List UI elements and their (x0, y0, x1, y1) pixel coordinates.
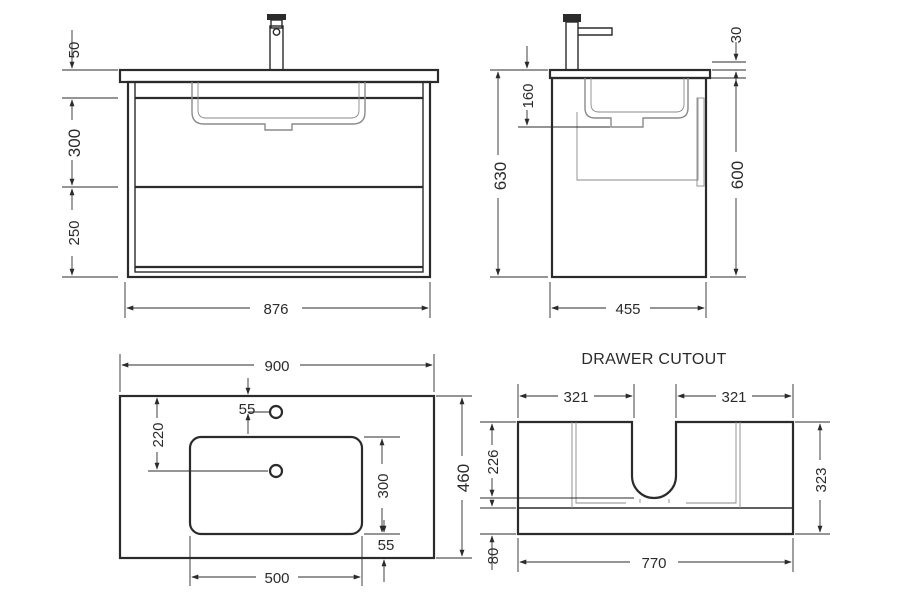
front-tap (267, 14, 286, 71)
drawer-cutout-title: DRAWER CUTOUT (581, 351, 726, 368)
top-countertop (118, 394, 436, 560)
side-countertop (548, 68, 712, 80)
dim-side-tap: 30 (728, 27, 745, 44)
dim-top-basin-width: 500 (264, 570, 289, 587)
dim-cutout-right: 321 (721, 389, 746, 406)
top-view: 900 55 220 300 55 (118, 354, 473, 587)
side-drawer-hidden (576, 98, 699, 181)
top-taphole-dim: 55 (239, 378, 270, 434)
cutout-left-dim: 321 (517, 384, 635, 418)
cutout-right-dim: 321 (675, 384, 794, 418)
side-tap (563, 14, 613, 71)
dim-top-edge: 55 (378, 537, 395, 554)
dim-front-width: 876 (263, 301, 288, 318)
dim-cutout-height: 323 (813, 467, 830, 492)
top-basin-depth-dim: 300 (364, 436, 400, 535)
front-countertop (118, 68, 440, 84)
top-basin-width-dim: 500 (189, 536, 363, 587)
front-width-dim: 876 (124, 282, 431, 318)
side-overall-dim: 630 (490, 69, 548, 278)
dim-top-taphole: 55 (239, 401, 256, 418)
cutout-height-dim: 323 (795, 421, 830, 535)
top-tap-hole (268, 404, 284, 420)
top-basin-offset-dim: 220 (150, 397, 167, 470)
drawer-cutout-panels (571, 422, 741, 508)
drawer-cutout-outline (516, 420, 795, 536)
dim-top-basin-offset: 220 (150, 422, 167, 447)
dim-top-width: 900 (264, 358, 289, 375)
front-view: 50 300 250 876 (62, 14, 440, 318)
drawer-cutout-view: DRAWER CUTOUT 321 321 226 (480, 351, 830, 572)
dim-top-basin-depth: 300 (375, 473, 392, 498)
dim-cutout-left: 321 (563, 389, 588, 406)
side-cabinet (550, 76, 708, 279)
cutout-depth-dim: 226 (480, 421, 634, 499)
side-basin-inner (590, 78, 685, 113)
top-basin (188, 435, 364, 536)
front-basin-outline (191, 82, 366, 131)
front-cabinet-inner (134, 81, 424, 273)
side-basin-dim: 160 (518, 46, 610, 128)
side-cabinet-dim: 600 (710, 77, 747, 278)
drawer-cutout-internal (575, 422, 737, 504)
cutout-base-dim: 80 (480, 499, 516, 570)
side-basin-outline (584, 78, 689, 128)
side-tap-dim: 30 (712, 27, 746, 86)
dim-top-depth: 460 (454, 464, 473, 492)
dim-front-lower-drawer: 250 (66, 220, 83, 245)
dim-cutout-base: 80 (485, 548, 502, 565)
front-basin-inner (197, 82, 360, 119)
side-view: 30 160 630 600 (490, 14, 747, 318)
top-depth-dim: 460 (436, 395, 473, 559)
dim-cutout-depth: 226 (485, 449, 502, 474)
dim-cutout-width: 770 (641, 555, 666, 572)
top-drain-hole (268, 463, 284, 479)
side-depth-dim: 455 (549, 282, 707, 318)
top-edge-dim: 55 (378, 520, 395, 582)
cutout-width-dim: 770 (517, 538, 794, 572)
side-drawer-front (696, 97, 705, 187)
dim-side-cabinet: 600 (728, 161, 747, 189)
front-cabinet (126, 80, 432, 279)
dim-front-upper-drawer: 300 (65, 129, 84, 157)
dim-side-basin: 160 (520, 83, 537, 108)
top-width-dim: 900 (119, 354, 435, 392)
front-height-dims: 50 300 250 (62, 30, 118, 278)
dim-side-overall: 630 (491, 162, 510, 190)
dim-side-depth: 455 (615, 301, 640, 318)
dim-front-top: 50 (66, 42, 83, 59)
